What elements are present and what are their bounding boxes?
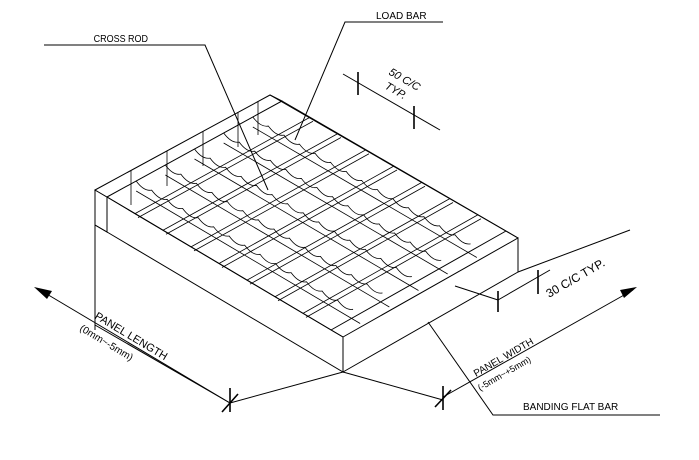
- load-bar-bottom: [252, 126, 478, 258]
- load-bar-leader: [294, 21, 443, 141]
- leader-lines: [44, 21, 660, 416]
- panel-width-dimension: [342, 229, 637, 410]
- load-bar: [252, 116, 471, 245]
- grating-panel: [93, 94, 519, 373]
- cross-rod-label: CROSS ROD: [94, 34, 149, 46]
- banding-label: BANDING FLAT BAR: [523, 402, 618, 413]
- cross-rod-edge: [249, 185, 426, 285]
- load-spacing-dimension: [342, 72, 441, 131]
- cross-rods: [134, 116, 482, 318]
- load-bar-bottom: [165, 174, 390, 308]
- load-bar-label: LOAD BAR: [376, 11, 427, 22]
- cross-rod: [134, 116, 311, 214]
- cross-rod-edge: [221, 169, 398, 268]
- banding-leader: [427, 321, 660, 416]
- cross-rod: [246, 181, 423, 281]
- load-bar: [194, 148, 412, 278]
- panel-length-dimension: [34, 225, 344, 413]
- load-bar: [135, 180, 354, 310]
- cross-rod: [302, 214, 479, 314]
- cross-rod: [218, 165, 395, 264]
- load-bar-bottom: [223, 142, 448, 275]
- load-bar: [223, 132, 442, 261]
- cross-rod-edge: [137, 120, 314, 218]
- cross-rod-edge: [165, 137, 342, 235]
- cross-rod: [190, 149, 367, 248]
- cross-rod: [274, 198, 451, 298]
- cross-spacing-dimension: [454, 269, 551, 312]
- load-bar: [165, 164, 383, 294]
- cross-spacing-label: 30 C/C TYP.: [544, 256, 608, 301]
- cross-rod-edge: [305, 218, 482, 318]
- cross-rod-leader: [44, 44, 269, 191]
- load-bar-bottom: [194, 158, 419, 291]
- load-bar-bottom: [135, 190, 361, 324]
- cross-rod: [162, 133, 339, 231]
- load-bars: [135, 116, 478, 324]
- end-stubs: [130, 101, 259, 205]
- cross-rod-edge: [193, 153, 370, 252]
- cross-rod-edge: [277, 202, 454, 302]
